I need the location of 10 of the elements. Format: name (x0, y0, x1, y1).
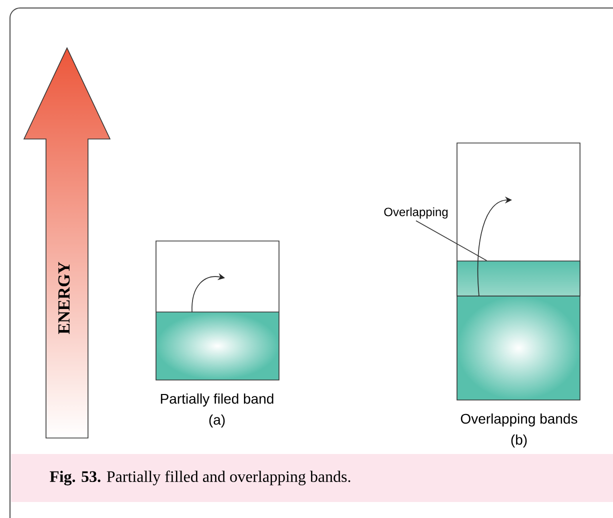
band-box (456, 142, 580, 400)
band-caption: Overlapping bands (460, 413, 578, 426)
band-caption: Partially filed band (160, 393, 274, 407)
caption-band: Fig. 53. Partially filled and overlapping bands. (11, 454, 613, 502)
band-box (156, 240, 280, 380)
band-caption: (a) (209, 414, 225, 428)
overlap-band (456, 260, 580, 296)
part-label: Overlapping (384, 207, 448, 219)
leader-line (416, 220, 488, 261)
band-caption: (b) (511, 434, 527, 448)
